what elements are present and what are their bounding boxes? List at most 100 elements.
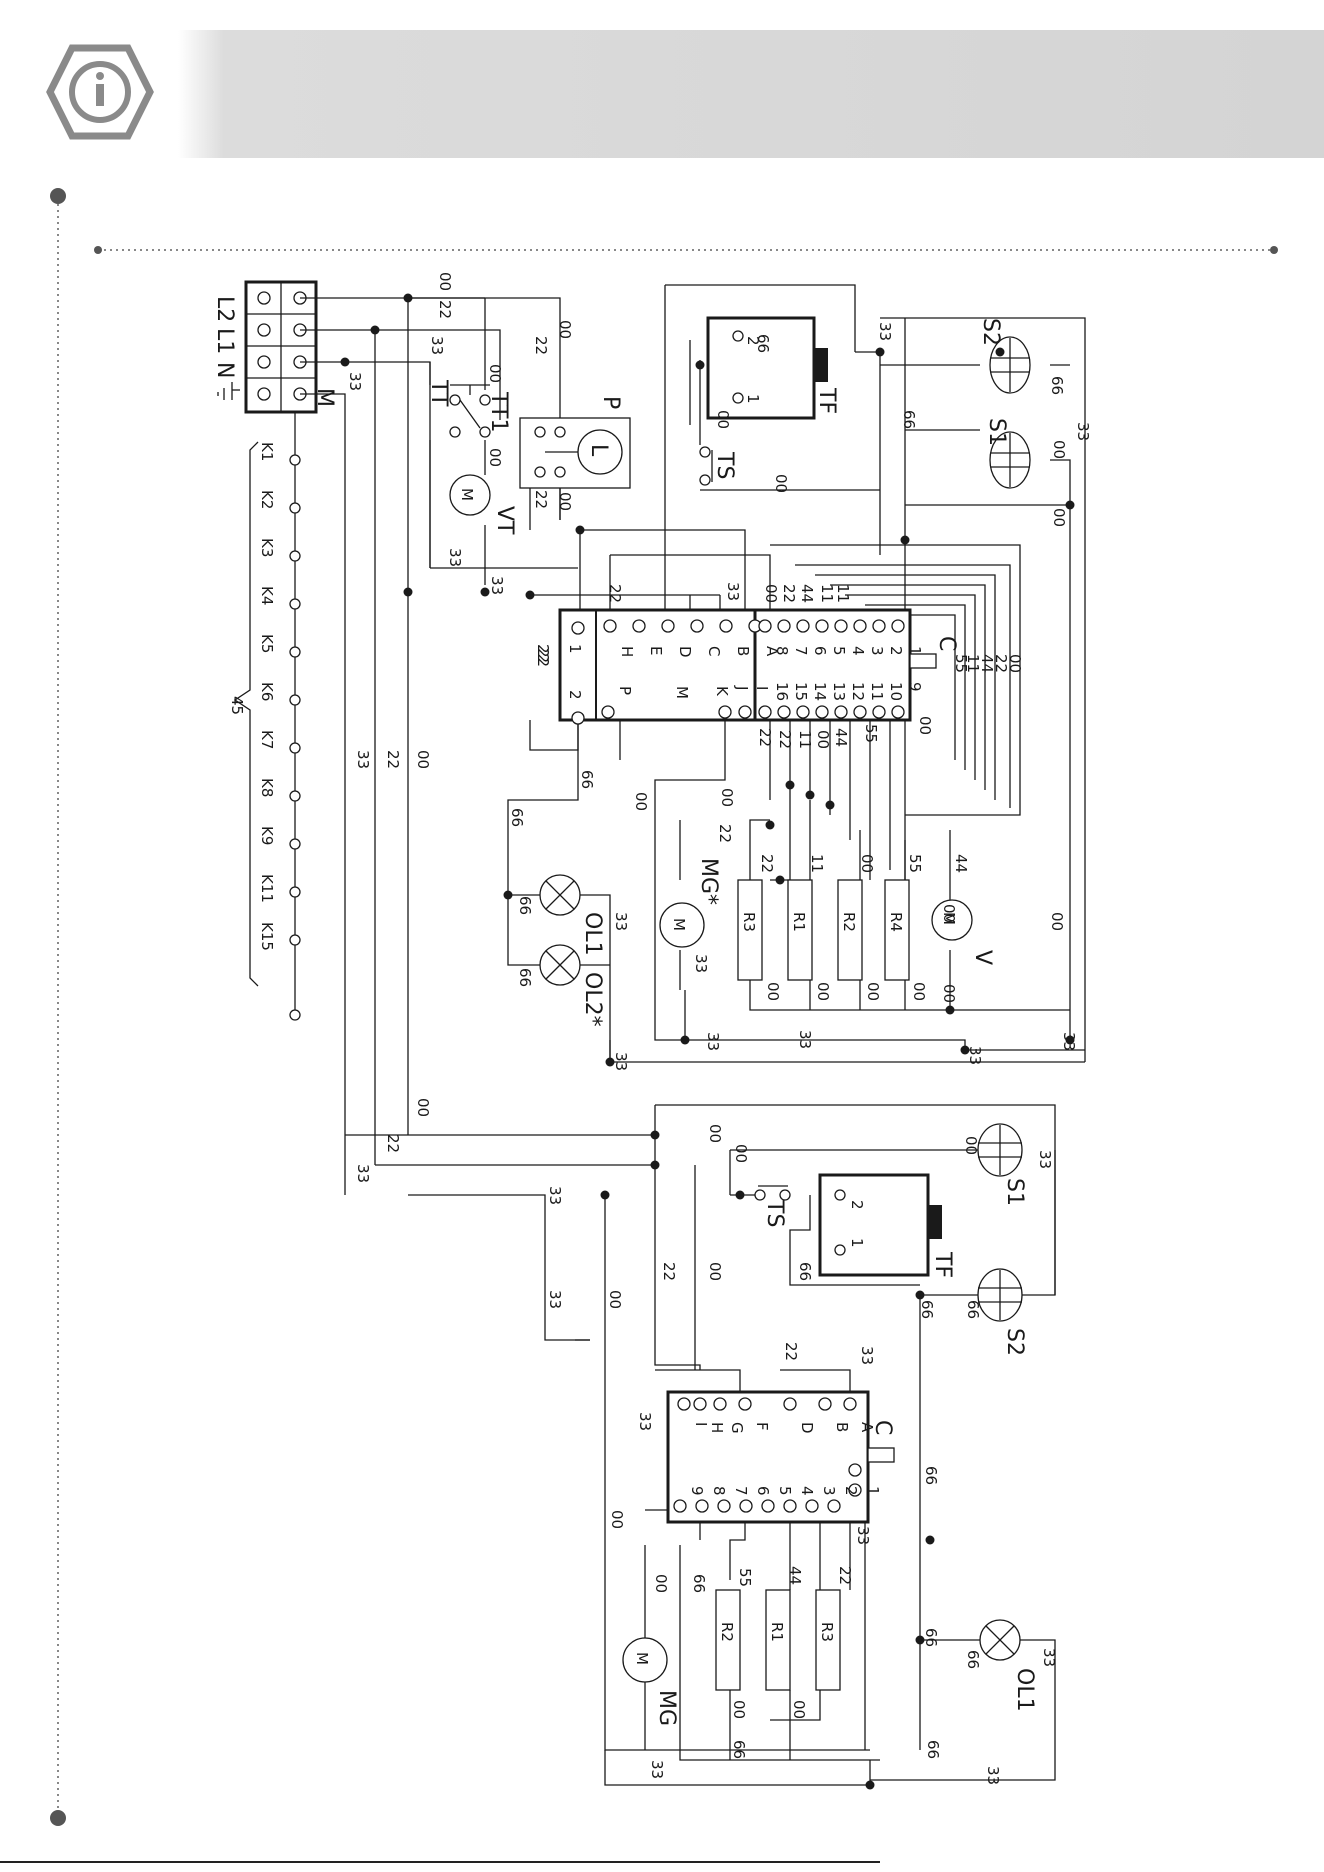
junction-dot-7	[1065, 500, 1075, 510]
c-bot-label-5: 5	[776, 1486, 794, 1496]
s1-switch-top[interactable]	[989, 431, 1031, 489]
wire-code-22-40: 22	[534, 644, 552, 663]
mg-motor-bottom: M	[622, 1637, 668, 1683]
label-s1-top: S1	[984, 418, 1009, 446]
wire-code-00-95: 00	[652, 1574, 670, 1593]
wire-code-00-70: 00	[414, 750, 432, 769]
mg-top-motor-m: M	[670, 918, 688, 931]
label-mg-top: MG*	[696, 858, 721, 905]
resistor-r2-top	[837, 879, 863, 981]
ts-switch-bottom[interactable]	[754, 1185, 791, 1201]
wire-code-66-17: 66	[1048, 376, 1066, 395]
relay-label-k6: K6	[258, 682, 276, 701]
c-top-label-16: 16	[773, 682, 791, 701]
wire-code-66-103: 66	[924, 1740, 942, 1759]
label-c-top: C	[934, 636, 959, 651]
junction-dot-8	[575, 525, 585, 535]
c-bot-pin-5	[761, 1499, 775, 1513]
wire-code-22-29: 22	[992, 654, 1010, 673]
wire-code-00-60: 00	[940, 984, 958, 1003]
wire-code-00-76: 00	[706, 1124, 724, 1143]
wire-code-33-65: 33	[1060, 1032, 1078, 1051]
junction-dot-24	[650, 1130, 660, 1140]
c-top-label-p: P	[616, 686, 634, 695]
tt-switch[interactable]	[449, 384, 491, 438]
wire-code-33-63: 33	[796, 1030, 814, 1049]
label-s1-bottom: S1	[1002, 1178, 1027, 1206]
junction-dot-25	[650, 1160, 660, 1170]
info-icon	[46, 44, 154, 140]
c-bot-label-1: 1	[864, 1486, 882, 1496]
c-bot-pin-4	[783, 1499, 797, 1513]
wire-code-00-98: 00	[790, 1700, 808, 1719]
wire-code-33-88: 33	[636, 1412, 654, 1431]
wire-codes: 00 22 33 00 22 33 00 00 22 00 33 33 66 00 00 33 66 66 33 00…	[346, 272, 1092, 1785]
p-pressostat	[519, 417, 631, 489]
resistor-r1-bottom	[765, 1589, 791, 1691]
relay-common-label: 45	[228, 696, 246, 715]
junction-dot-10	[785, 780, 795, 790]
resistor-r4-top	[884, 879, 910, 981]
c-top-label-i: I	[753, 686, 771, 690]
wire-code-22-1: 22	[436, 300, 454, 319]
wire-code-00-81: 00	[706, 1262, 724, 1281]
c-top-label-c: C	[705, 646, 723, 656]
junction-dot-1	[370, 325, 380, 335]
tf-bottom-pin-1: 1	[848, 1238, 866, 1248]
c-top-pin-10	[872, 705, 886, 719]
wire-code-22-4: 22	[532, 336, 550, 355]
s2-switch-bottom[interactable]	[977, 1268, 1023, 1322]
wire-code-00-77: 00	[732, 1144, 750, 1163]
vt-motor: M	[449, 474, 491, 516]
s1-switch-bottom[interactable]	[977, 1123, 1023, 1177]
c-top-label-8: 8	[773, 646, 791, 656]
wire-code-11-37: 11	[796, 730, 814, 749]
label-c-bottom: C	[870, 1420, 895, 1435]
wire-code-33-104: 33	[984, 1766, 1002, 1785]
wire-code-55-34: 55	[862, 724, 880, 743]
c-top-label-6: 6	[811, 646, 829, 656]
wire-code-00-49: 00	[718, 788, 736, 807]
wire-code-33-18: 33	[1074, 422, 1092, 441]
wire-code-22-41: 22	[534, 648, 552, 667]
junction-dot-16	[680, 1035, 690, 1045]
relay-contact-k5	[289, 646, 301, 658]
c-bot-pin-i	[677, 1397, 691, 1411]
relay-contact-k2	[289, 502, 301, 514]
wire-code-00-33: 00	[916, 716, 934, 735]
wire-code-44-30: 44	[978, 654, 996, 673]
terminal-label-l2: L2	[212, 296, 237, 322]
wire-code-33-73: 33	[354, 1164, 372, 1183]
lamp-ol1-bottom	[979, 1619, 1021, 1661]
c-top-pin-13	[815, 705, 829, 719]
wire-code-66-101: 66	[964, 1650, 982, 1669]
terminal-label-n: N	[212, 362, 237, 378]
c-top-pin-15	[777, 705, 791, 719]
junction-dot-17	[960, 1045, 970, 1055]
wire-code-55-53: 55	[906, 854, 924, 873]
ts-switch-top[interactable]	[699, 446, 713, 486]
label-r3-top: R3	[740, 912, 758, 932]
c-bot-label-i: I	[692, 1422, 710, 1426]
c-bot-label-g: G	[728, 1422, 746, 1434]
label-ol2-top: OL2*	[580, 972, 605, 1027]
wire-code-00-52: 00	[858, 854, 876, 873]
junction-dot-22	[915, 1635, 925, 1645]
mg-motor-top: M	[659, 902, 705, 948]
c-top-label-12: 12	[849, 682, 867, 701]
junction-dot-3	[403, 587, 413, 597]
c-top-label-num-2: 2	[566, 690, 584, 700]
wire-code-33-11: 33	[488, 576, 506, 595]
connector-c-bottom	[666, 1390, 895, 1524]
junction-dot-0	[403, 293, 413, 303]
wire-code-66-100: 66	[922, 1628, 940, 1647]
c-top-pin-num-1	[571, 621, 585, 635]
wire-code-55-91: 55	[736, 1568, 754, 1587]
c-top-pin-h	[603, 619, 617, 633]
wire-code-66-83: 66	[796, 1262, 814, 1281]
wire-code-22-24: 22	[780, 584, 798, 603]
wire-code-00-20: 00	[1050, 508, 1068, 527]
resistor-r3-top	[737, 879, 763, 981]
relay-contact-k8	[289, 790, 301, 802]
c-bot-pin-7	[717, 1499, 731, 1513]
